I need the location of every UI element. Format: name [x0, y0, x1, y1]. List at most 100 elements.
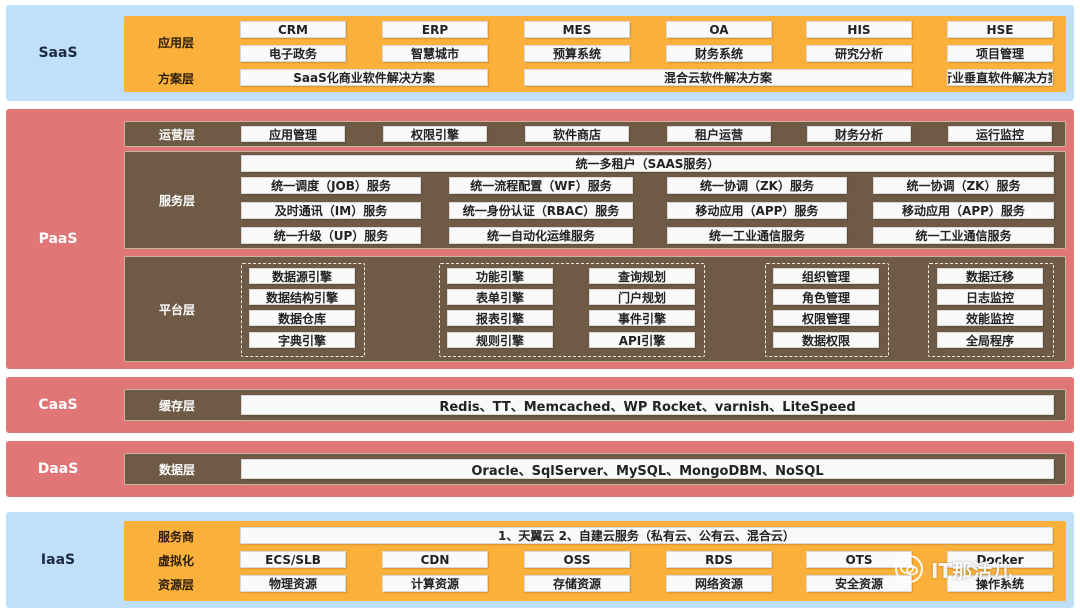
cache-layer-label: 缓存层	[158, 398, 195, 413]
service-item: 统一协调（ZK）服务	[667, 177, 847, 194]
solution-item: 混合云软件解决方案	[524, 69, 912, 86]
resource-item: 安全资源	[806, 575, 912, 592]
virtual-layer-label: 虚拟化	[157, 553, 194, 568]
app-layer-label: 应用层	[157, 35, 194, 50]
engine-item: 全局程序	[937, 332, 1043, 348]
saas-band: SaaS 应用层 方案层 CRM ERP MES OA HIS HSE 电子政务…	[6, 5, 1074, 101]
app-item: 研究分析	[806, 45, 912, 62]
resource-item: 物理资源	[240, 575, 346, 592]
app-item: 预算系统	[524, 45, 630, 62]
ops-item: 运行监控	[948, 126, 1052, 142]
engine-item: 事件引擎	[589, 310, 695, 326]
solution-layer-label: 方案层	[157, 71, 194, 86]
app-item: OA	[666, 21, 772, 38]
app-item: ERP	[382, 21, 488, 38]
service-panel: 服务层 统一多租户（SAAS服务） 统一调度（JOB）服务 统一流程配置（WF）…	[124, 151, 1066, 249]
service-layer-label: 服务层	[158, 193, 195, 208]
engine-item: 规则引擎	[447, 332, 553, 348]
virtual-item: OSS	[524, 551, 630, 568]
iaas-title: IaaS	[40, 552, 76, 568]
provider-layer-label: 服务商	[157, 529, 194, 544]
service-item: 及时通讯（IM）服务	[241, 202, 421, 219]
service-item: 统一调度（JOB）服务	[241, 177, 421, 194]
saas-title: SaaS	[38, 45, 78, 61]
service-item: 统一工业通信服务	[873, 227, 1054, 244]
virtual-item: ECS/SLB	[240, 551, 346, 568]
service-item: 移动应用（APP）服务	[667, 202, 847, 219]
engine-item: API引擎	[589, 332, 695, 348]
data-content: Oracle、SqlServer、MySQL、MongoDBM、NoSQL	[241, 459, 1054, 479]
engine-item: 门户规划	[589, 289, 695, 305]
ops-item: 软件商店	[525, 126, 629, 142]
cache-panel: 缓存层 Redis、TT、Memcached、WP Rocket、varnish…	[124, 389, 1066, 421]
engine-item: 日志监控	[937, 289, 1043, 305]
engine-item: 组织管理	[773, 268, 879, 284]
app-item: CRM	[240, 21, 346, 38]
engine-group-permission	[765, 263, 889, 357]
watermark-text: IT那活儿	[931, 558, 1013, 583]
platform-panel: 平台层 数据源引擎 数据结构引擎 数据仓库 字典引擎 功能引擎 表单引擎 报表引…	[124, 256, 1066, 362]
ops-item: 租户运营	[667, 126, 771, 142]
engine-item: 字典引擎	[249, 332, 355, 348]
engine-group-function	[439, 263, 705, 357]
solution-item: SaaS化商业软件解决方案	[240, 69, 488, 86]
engine-item: 数据权限	[773, 332, 879, 348]
resource-layer-label: 资源层	[157, 577, 194, 592]
paas-title: PaaS	[38, 231, 78, 247]
virtual-item: OTS	[806, 551, 912, 568]
resource-item: 存储资源	[524, 575, 630, 592]
service-item: 统一协调（ZK）服务	[873, 177, 1054, 194]
service-item: 统一工业通信服务	[667, 227, 847, 244]
resource-item: 网络资源	[666, 575, 772, 592]
virtual-item: RDS	[666, 551, 772, 568]
ops-item: 应用管理	[241, 126, 345, 142]
cache-content: Redis、TT、Memcached、WP Rocket、varnish、Lit…	[241, 395, 1054, 415]
saas-panel: 应用层 方案层 CRM ERP MES OA HIS HSE 电子政务 智慧城市…	[124, 16, 1066, 92]
ops-panel: 运营层 应用管理 权限引擎 软件商店 租户运营 财务分析 运行监控	[124, 121, 1066, 147]
caas-band: CaaS 缓存层 Redis、TT、Memcached、WP Rocket、va…	[6, 377, 1074, 433]
ops-item: 财务分析	[807, 126, 911, 142]
caas-title: CaaS	[38, 397, 78, 413]
engine-item: 数据结构引擎	[249, 289, 355, 305]
app-item: 智慧城市	[382, 45, 488, 62]
daas-band: DaaS 数据层 Oracle、SqlServer、MySQL、MongoDBM…	[6, 441, 1074, 497]
engine-item: 数据仓库	[249, 310, 355, 326]
service-item: 统一升级（UP）服务	[241, 227, 421, 244]
engine-item: 功能引擎	[447, 268, 553, 284]
engine-item: 表单引擎	[447, 289, 553, 305]
engine-group-data	[241, 263, 365, 357]
service-item: 统一自动化运维服务	[449, 227, 633, 244]
solution-item: 行业垂直软件解决方案	[947, 69, 1053, 86]
watermark: IT那活儿	[895, 553, 1065, 585]
provider-content: 1、天翼云 2、自建云服务（私有云、公有云、混合云）	[240, 527, 1053, 544]
virtual-item: Docker	[947, 551, 1053, 568]
resource-item: 操作系统	[947, 575, 1053, 592]
engine-item: 报表引擎	[447, 310, 553, 326]
engine-item: 查询规划	[589, 268, 695, 284]
service-item: 统一身份认证（RBAC）服务	[449, 202, 633, 219]
app-item: 财务系统	[666, 45, 772, 62]
ops-item: 权限引擎	[383, 126, 487, 142]
engine-item: 效能监控	[937, 310, 1043, 326]
engine-item: 数据源引擎	[249, 268, 355, 284]
wechat-icon	[895, 555, 923, 583]
engine-group-monitor	[928, 263, 1054, 357]
ops-layer-label: 运营层	[158, 127, 195, 142]
service-item: 统一流程配置（WF）服务	[449, 177, 633, 194]
engine-item: 数据迁移	[937, 268, 1043, 284]
virtual-item: CDN	[382, 551, 488, 568]
data-layer-label: 数据层	[158, 462, 195, 477]
engine-item: 权限管理	[773, 310, 879, 326]
resource-item: 计算资源	[382, 575, 488, 592]
paas-band: PaaS 运营层 应用管理 权限引擎 软件商店 租户运营 财务分析 运行监控 服…	[6, 109, 1074, 369]
app-item: 电子政务	[240, 45, 346, 62]
platform-layer-label: 平台层	[158, 302, 195, 317]
app-item: HSE	[947, 21, 1053, 38]
app-item: 项目管理	[947, 45, 1053, 62]
app-item: MES	[524, 21, 630, 38]
service-item: 移动应用（APP）服务	[873, 202, 1054, 219]
daas-title: DaaS	[37, 461, 79, 477]
engine-item: 角色管理	[773, 289, 879, 305]
app-item: HIS	[806, 21, 912, 38]
data-panel: 数据层 Oracle、SqlServer、MySQL、MongoDBM、NoSQ…	[124, 453, 1066, 485]
